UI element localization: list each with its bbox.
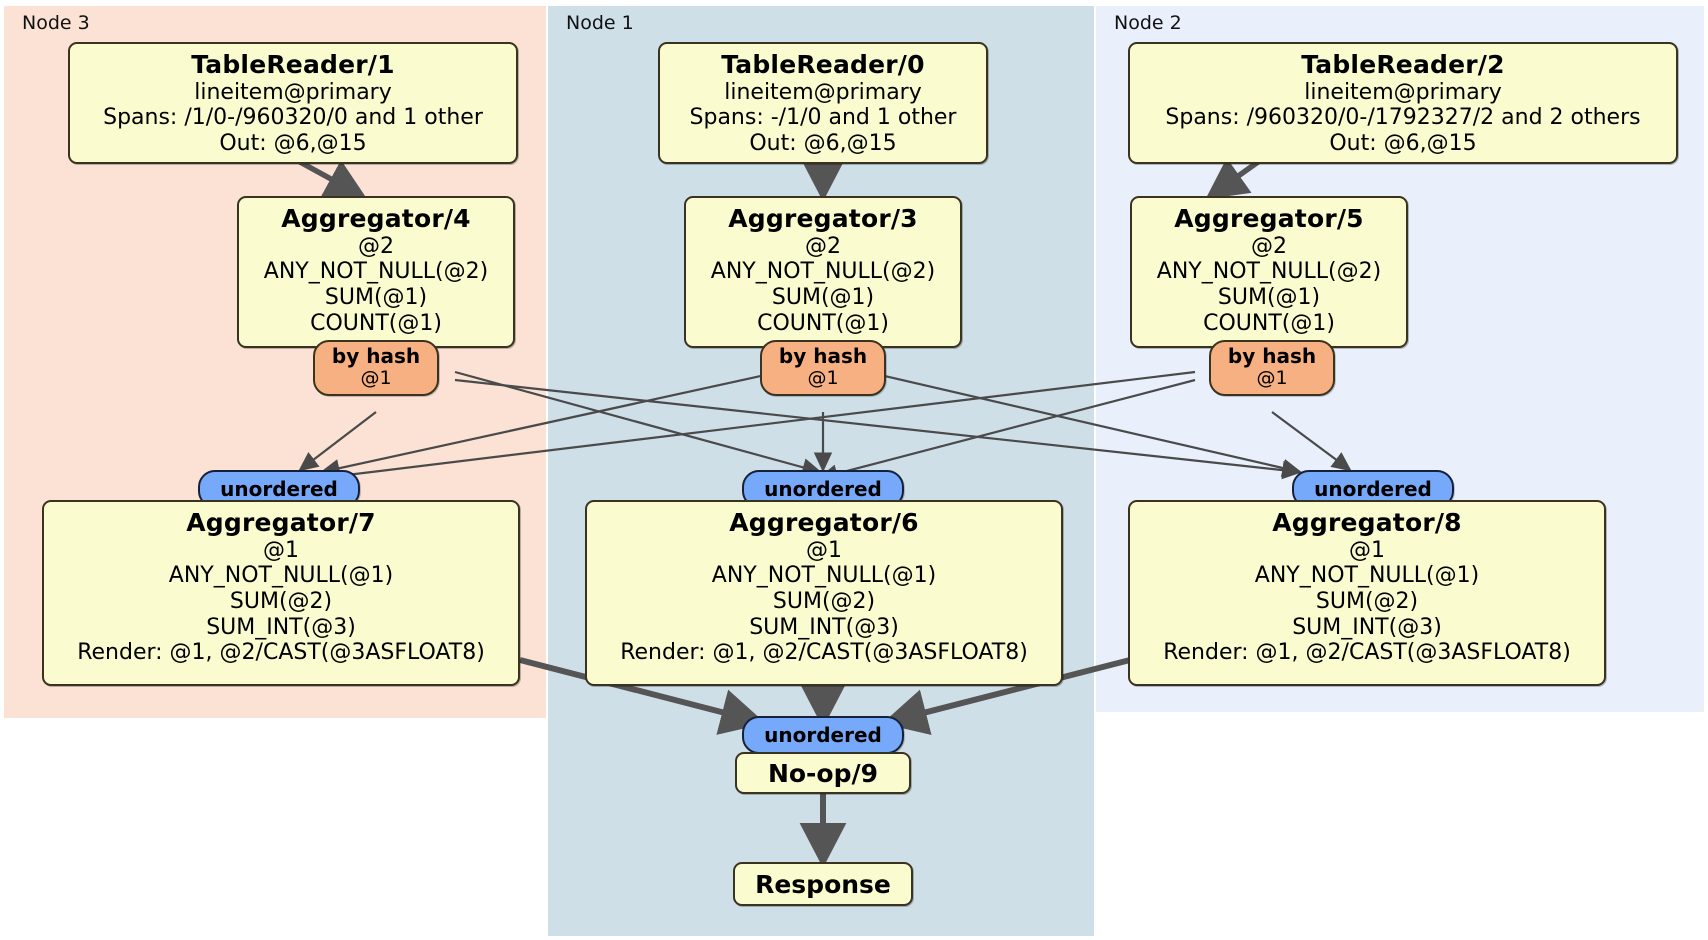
aggregator-node[interactable]: Aggregator/5 @2 ANY_NOT_NULL(@2) SUM(@1)… [1130,196,1408,348]
aggregator-node[interactable]: Aggregator/7 @1 ANY_NOT_NULL(@1) SUM(@2)… [42,500,520,686]
node-line: SUM(@2) [1315,588,1419,614]
unordered-collector[interactable]: unordered [742,716,904,754]
no-op-node[interactable]: No-op/9 [735,752,911,794]
node-line: SUM_INT(@3) [749,614,899,640]
node-line: ANY_NOT_NULL(@1) [1254,563,1480,589]
node-title: Aggregator/4 [281,204,471,233]
node-line: ANY_NOT_NULL(@2) [1156,259,1382,285]
node-line: @1 [263,537,299,563]
hash-router[interactable]: by hash @1 [1209,340,1335,396]
node-line: SUM_INT(@3) [1292,614,1442,640]
node-line: Spans: /1/0-/960320/0 and 1 other [103,105,483,131]
table-reader-node[interactable]: TableReader/2 lineitem@primary Spans: /9… [1128,42,1678,164]
aggregator-node[interactable]: Aggregator/6 @1 ANY_NOT_NULL(@1) SUM(@2)… [585,500,1063,686]
hash-router[interactable]: by hash @1 [760,340,886,396]
node-line: SUM(@2) [229,588,333,614]
node-title: Aggregator/6 [729,508,919,537]
hash-router-column: @1 [807,366,839,389]
node-line: @2 [805,233,841,259]
node-line: Render: @1, @2/CAST(@3ASFLOAT8) [77,640,485,666]
node-title: TableReader/2 [1301,50,1505,79]
table-reader-node[interactable]: TableReader/1 lineitem@primary Spans: /1… [68,42,518,164]
node-line: Out: @6,@15 [1329,130,1477,156]
node-line: ANY_NOT_NULL(@1) [711,563,937,589]
node-title: TableReader/0 [721,50,925,79]
hash-router-column: @1 [360,366,392,389]
node-line: SUM(@1) [771,284,875,310]
node-title: Aggregator/3 [728,204,918,233]
node-line: SUM_INT(@3) [206,614,356,640]
node-line: ANY_NOT_NULL(@2) [710,259,936,285]
node-line: Render: @1, @2/CAST(@3ASFLOAT8) [1163,640,1571,666]
hash-router-label: by hash [778,344,868,369]
panel-label-node1: Node 1 [566,12,634,34]
node-line: @2 [358,233,394,259]
node-line: lineitem@primary [1304,79,1502,105]
aggregator-node[interactable]: Aggregator/3 @2 ANY_NOT_NULL(@2) SUM(@1)… [684,196,962,348]
node-line: COUNT(@1) [1203,310,1335,336]
node-line: Spans: /960320/0-/1792327/2 and 2 others [1165,105,1641,131]
node-line: SUM(@2) [772,588,876,614]
node-title: Aggregator/5 [1174,204,1364,233]
node-line: Spans: -/1/0 and 1 other [689,105,957,131]
node-line: ANY_NOT_NULL(@2) [263,259,489,285]
table-reader-node[interactable]: TableReader/0 lineitem@primary Spans: -/… [658,42,988,164]
node-title: TableReader/1 [191,50,395,79]
node-line: COUNT(@1) [757,310,889,336]
aggregator-node[interactable]: Aggregator/8 @1 ANY_NOT_NULL(@1) SUM(@2)… [1128,500,1606,686]
node-title: Aggregator/8 [1272,508,1462,537]
node-line: Out: @6,@15 [219,130,367,156]
node-title: Aggregator/7 [186,508,376,537]
panel-label-node2: Node 2 [1114,12,1182,34]
node-line: ANY_NOT_NULL(@1) [168,563,394,589]
aggregator-node[interactable]: Aggregator/4 @2 ANY_NOT_NULL(@2) SUM(@1)… [237,196,515,348]
node-line: @2 [1251,233,1287,259]
hash-router[interactable]: by hash @1 [313,340,439,396]
node-line: SUM(@1) [1217,284,1321,310]
node-line: lineitem@primary [724,79,922,105]
node-line: COUNT(@1) [310,310,442,336]
node-line: SUM(@1) [324,284,428,310]
node-line: Out: @6,@15 [749,130,897,156]
node-line: Render: @1, @2/CAST(@3ASFLOAT8) [620,640,1028,666]
node-line: @1 [1349,537,1385,563]
node-line: @1 [806,537,842,563]
node-line: lineitem@primary [194,79,392,105]
response-node[interactable]: Response [733,862,913,906]
panel-label-node3: Node 3 [22,12,90,34]
hash-router-label: by hash [331,344,421,369]
hash-router-column: @1 [1256,366,1288,389]
hash-router-label: by hash [1227,344,1317,369]
